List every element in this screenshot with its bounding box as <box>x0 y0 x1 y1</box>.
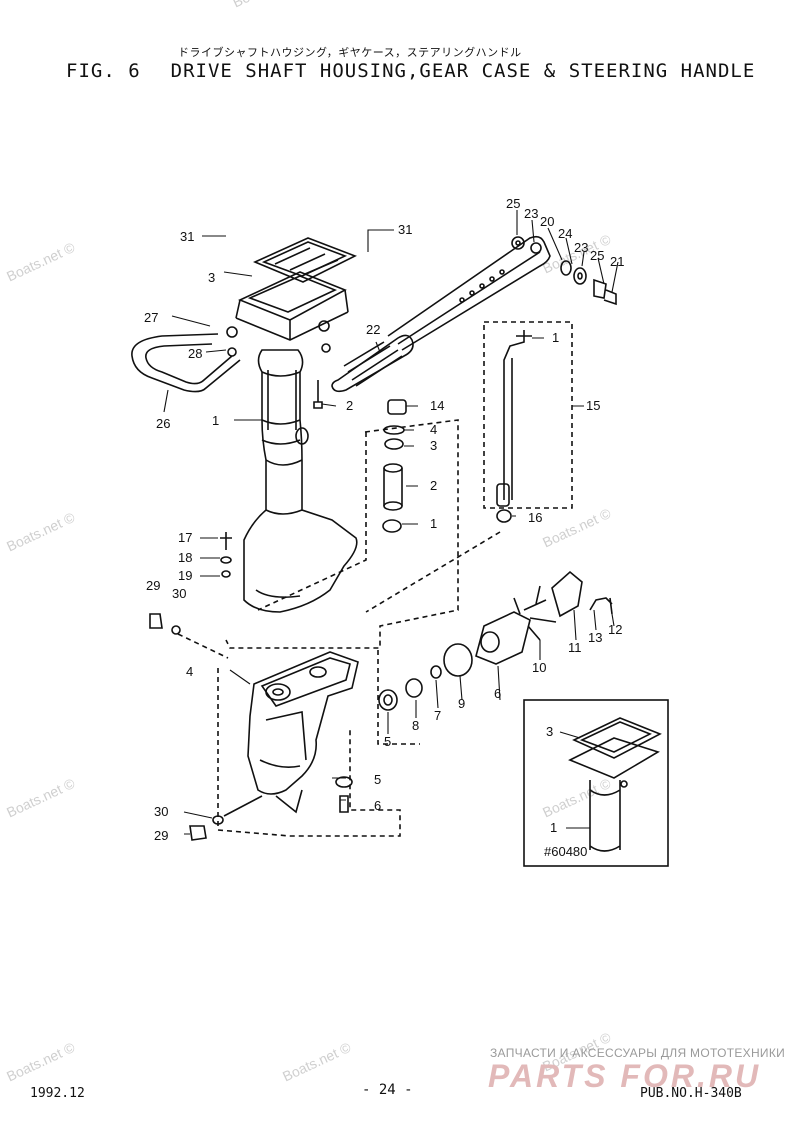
callout-15: 15 <box>586 398 600 413</box>
inset-frame <box>523 699 669 867</box>
callout-1-mid: 1 <box>430 516 437 531</box>
steering-handle <box>131 333 241 393</box>
callout-6-lower: 6 <box>374 798 381 813</box>
callout-4-gearcase: 4 <box>186 664 193 679</box>
page-number: - 24 - <box>362 1082 413 1098</box>
callout-27: 27 <box>144 310 158 325</box>
callout-13: 13 <box>588 630 602 645</box>
pump-housing <box>475 611 531 665</box>
figure-heading: FIG. 6 DRIVE SHAFT HOUSING,GEAR CASE & ST… <box>66 60 755 82</box>
callout-3: 3 <box>208 270 215 285</box>
gear-case <box>247 651 359 795</box>
callout-29-lower: 29 <box>154 828 168 843</box>
callout-16: 16 <box>528 510 542 525</box>
callout-29-upper: 29 <box>146 578 160 593</box>
callout-23-right: 23 <box>574 240 588 255</box>
publication-number: PUB.NO.H-340B <box>640 1086 742 1101</box>
site-logo: PARTS FOR.RU <box>488 1058 762 1094</box>
callout-12: 12 <box>608 622 622 637</box>
callout-17: 17 <box>178 530 192 545</box>
drive-shaft-housing <box>243 349 358 613</box>
callout-1-rod: 1 <box>552 330 559 345</box>
callout-14: 14 <box>430 398 444 413</box>
pump-cover <box>551 570 583 618</box>
figure-title: DRIVE SHAFT HOUSING,GEAR CASE & STEERING… <box>170 60 756 82</box>
callout-8: 8 <box>412 718 419 733</box>
callout-28: 28 <box>188 346 202 361</box>
japanese-title: ドライブシャフトハウジング，ギヤケース，ステアリングハンドル <box>178 46 522 59</box>
callout-1: 1 <box>212 413 219 428</box>
callout-2-mid: 2 <box>430 478 437 493</box>
callout-5: 5 <box>384 734 391 749</box>
callout-22: 22 <box>366 322 380 337</box>
tiller-arm <box>387 235 551 351</box>
callout-20: 20 <box>540 214 554 229</box>
callout-24: 24 <box>558 226 572 241</box>
callout-25-right: 25 <box>590 248 604 263</box>
callout-7: 7 <box>434 708 441 723</box>
callout-19: 19 <box>178 568 192 583</box>
callout-23-top: 23 <box>524 206 538 221</box>
callout-21: 21 <box>610 254 624 269</box>
callout-3-inset: 3 <box>546 724 553 739</box>
figure-number: FIG. 6 <box>66 60 141 82</box>
upper-gasket <box>252 237 357 283</box>
callout-10: 10 <box>532 660 546 675</box>
callout-26: 26 <box>156 416 170 431</box>
callout-9: 9 <box>458 696 465 711</box>
callout-25-top: 25 <box>506 196 520 211</box>
callout-18: 18 <box>178 550 192 565</box>
steering-grip <box>331 334 414 393</box>
callout-5-lower: 5 <box>374 772 381 787</box>
callout-31-left: 31 <box>180 229 194 244</box>
callout-1-inset: 1 <box>550 820 557 835</box>
callout-30-lower: 30 <box>154 804 168 819</box>
callout-31-right: 31 <box>398 222 412 237</box>
callout-11: 11 <box>568 640 582 655</box>
callout-30-upper: 30 <box>172 586 186 601</box>
inset-code: #60480 <box>544 844 587 859</box>
callout-4-mid: 4 <box>430 422 437 437</box>
advert-text: ЗАПЧАСТИ И АКСЕССУАРЫ ДЛЯ МОТОТЕХНИКИ <box>490 1046 786 1060</box>
callout-3-mid: 3 <box>430 438 437 453</box>
footer-date: 1992.12 <box>30 1086 85 1101</box>
callout-2: 2 <box>346 398 353 413</box>
callout-6: 6 <box>494 686 501 701</box>
